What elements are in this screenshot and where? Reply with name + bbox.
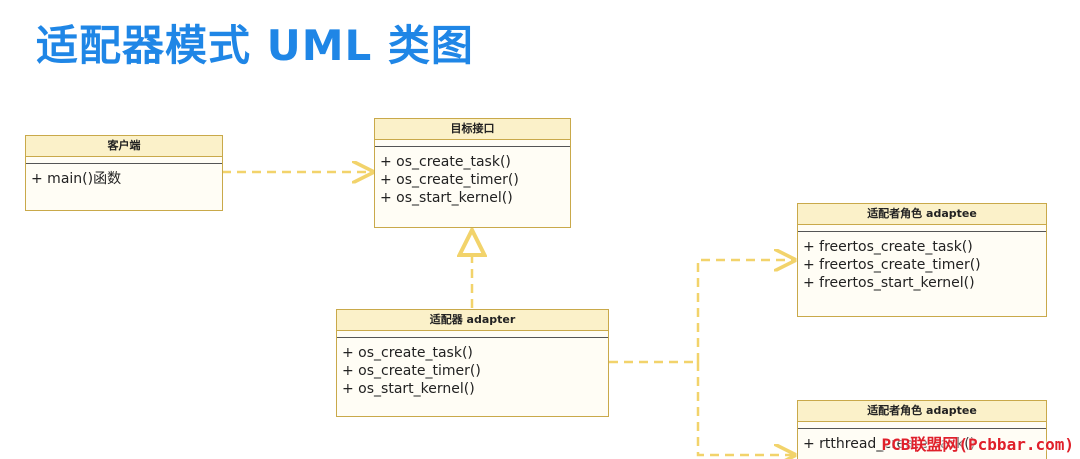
class-adaptee-freertos-methods: + freertos_create_task() + freertos_crea… bbox=[798, 232, 1046, 298]
watermark-text: PCB联盟网(Pcbbar.com) bbox=[881, 435, 1075, 454]
method: + os_create_timer() bbox=[342, 363, 481, 379]
class-adapter-attributes bbox=[337, 331, 608, 338]
class-client-attributes bbox=[26, 157, 222, 164]
class-adaptee-rtthread-name: 适配者角色 adaptee bbox=[798, 401, 1046, 422]
class-target-name: 目标接口 bbox=[375, 119, 570, 140]
method: + freertos_create_timer() bbox=[803, 257, 981, 273]
class-adaptee-freertos-attributes bbox=[798, 225, 1046, 232]
method: + os_create_task() bbox=[342, 345, 473, 361]
method: + freertos_create_task() bbox=[803, 239, 973, 255]
method: + rtthread_create_task() bbox=[803, 436, 976, 452]
class-client: 客户端 + main()函数 bbox=[25, 135, 223, 211]
method: + freertos_start_kernel() bbox=[803, 275, 975, 291]
class-adapter-methods: + os_create_task() + os_create_timer() +… bbox=[337, 338, 608, 404]
class-adaptee-rtthread-attributes bbox=[798, 422, 1046, 429]
class-adaptee-rtthread: 适配者角色 adaptee + rtthread_create_task() bbox=[797, 400, 1047, 459]
method: + os_create_timer() bbox=[380, 172, 519, 188]
class-adaptee-rtthread-methods: + rtthread_create_task() bbox=[798, 429, 1046, 459]
class-client-name: 客户端 bbox=[26, 136, 222, 157]
association-adapter-rtthread bbox=[696, 362, 794, 455]
method: + os_start_kernel() bbox=[380, 190, 513, 206]
class-client-methods: + main()函数 bbox=[26, 164, 222, 194]
class-adaptee-freertos-name: 适配者角色 adaptee bbox=[798, 204, 1046, 225]
class-adaptee-freertos: 适配者角色 adaptee + freertos_create_task() +… bbox=[797, 203, 1047, 317]
class-target-methods: + os_create_task() + os_create_timer() +… bbox=[375, 147, 570, 213]
method: + main()函数 bbox=[31, 171, 122, 187]
method: + os_start_kernel() bbox=[342, 381, 475, 397]
page-title: 适配器模式 UML 类图 bbox=[36, 21, 474, 70]
class-target-interface: 目标接口 + os_create_task() + os_create_time… bbox=[374, 118, 571, 228]
class-adapter-name: 适配器 adapter bbox=[337, 310, 608, 331]
method: + os_create_task() bbox=[380, 154, 511, 170]
class-adapter: 适配器 adapter + os_create_task() + os_crea… bbox=[336, 309, 609, 417]
association-adapter-freertos bbox=[696, 260, 794, 362]
class-target-attributes bbox=[375, 140, 570, 147]
